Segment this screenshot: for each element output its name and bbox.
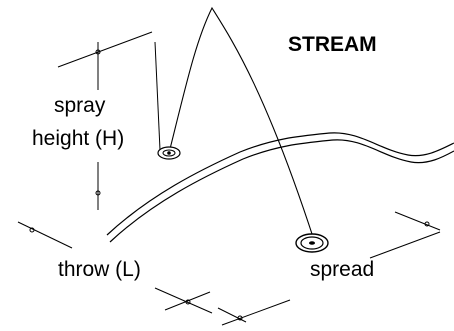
spread-label: spread [310,258,374,281]
throw-dimension [17,221,213,314]
throw-label: throw (L) [58,258,141,281]
spray-height-label-line1: spray [54,94,106,117]
spread-dimension [217,211,441,326]
landing-target-icon [295,233,329,253]
spray-arc [168,6,315,241]
spray-height-dimension [57,31,161,210]
spray-height-label-line2: height (H) [32,127,124,150]
sprinkler-head-icon [157,146,181,160]
diagram-title: STREAM [288,33,377,56]
ground-edge [106,132,454,243]
